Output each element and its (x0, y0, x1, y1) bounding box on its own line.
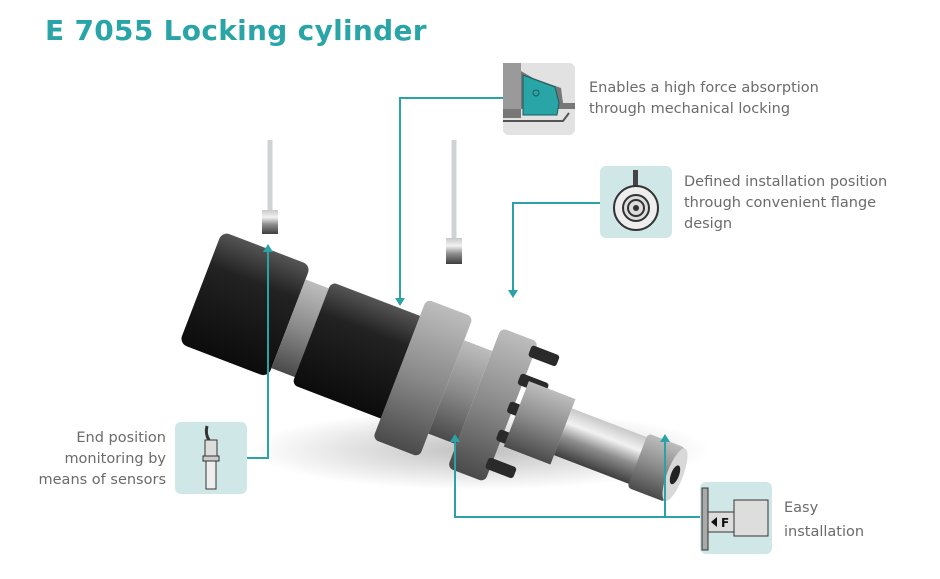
sensor-fitting (262, 210, 278, 234)
feature-text-line: through mechanical locking (589, 101, 791, 117)
installation-force-icon: F (700, 482, 772, 554)
force-label: F (721, 516, 729, 530)
flange-icon (600, 166, 672, 238)
feature-text-line: Enables a high force absorption (589, 80, 819, 96)
sensor-icon (175, 422, 247, 494)
locking-cylinder-body (181, 233, 688, 502)
arrowheads (263, 244, 670, 442)
feature-locking-text: Enables a high force absorption through … (589, 78, 819, 120)
feature-installation-text: Easy installation (784, 496, 864, 544)
feature-flange-text: Defined installation position through co… (684, 172, 887, 235)
page-title: E 7055 Locking cylinder (45, 14, 427, 47)
feature-text-line: Defined installation position (684, 174, 888, 190)
callout-lines (247, 97, 700, 518)
feature-text-line: monitoring by (64, 451, 166, 467)
feature-text-line: through convenient flange (684, 195, 877, 211)
feature-text-line: Easy (784, 500, 819, 516)
locking-section-icon (503, 63, 575, 135)
feature-text-line: design (684, 216, 733, 232)
feature-text-line: means of sensors (38, 472, 166, 488)
feature-text-line: installation (784, 524, 865, 540)
feature-sensor-text: End position monitoring by means of sens… (39, 428, 166, 491)
sensor-fitting (446, 238, 462, 264)
feature-text-line: End position (76, 430, 166, 446)
